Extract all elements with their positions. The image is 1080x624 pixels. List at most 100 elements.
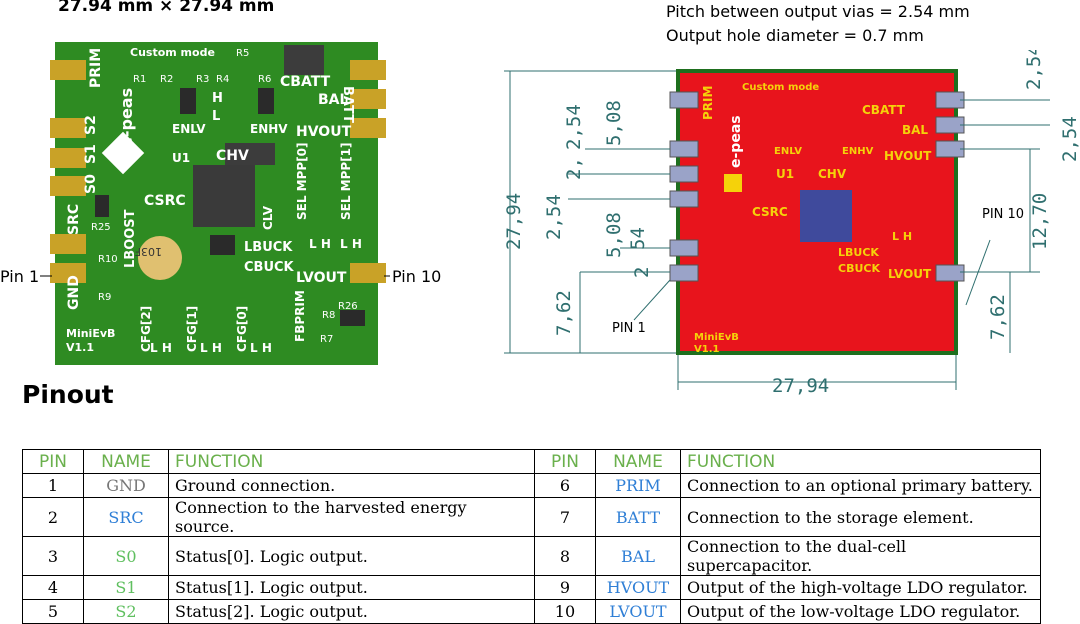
- silk-r26: R26: [338, 301, 358, 312]
- silk-cfg2: CFG[2]: [139, 306, 153, 352]
- left-pin-headers: [50, 60, 86, 283]
- silk-r4: R4: [216, 74, 229, 85]
- silk-enlv: ENLV: [172, 122, 206, 136]
- pin-function: Output of the high-voltage LDO regulator…: [679, 575, 1042, 600]
- inductor-coil: [138, 236, 182, 280]
- pitch-note: Pitch between output vias = 2.54 mm Outp…: [666, 0, 970, 48]
- dim-254-right-bal: 2,54: [1059, 116, 1080, 162]
- fp-lvout: LVOUT: [888, 267, 932, 281]
- fp-hvout: HVOUT: [884, 149, 932, 163]
- table-row: 2 SRC Connection to the harvested energy…: [22, 497, 1042, 537]
- pin-number: 8: [533, 536, 596, 576]
- dim-overall-w: 27,94: [772, 375, 829, 397]
- silk-r9: R9: [98, 292, 111, 303]
- pad-lvout: [350, 263, 386, 283]
- dim-762-right-text: 7,62: [987, 294, 1009, 340]
- pad-hvout: [350, 118, 386, 138]
- drawing-pin10-label: PIN 10: [982, 207, 1024, 222]
- hole-line: Output hole diameter = 0.7 mm: [666, 26, 924, 45]
- silk-chv: CHV: [216, 148, 249, 164]
- dim-508-bottom: 5,08: [603, 212, 625, 258]
- silk-s0: S0: [83, 174, 99, 194]
- table-row: 5 S2 Status[2]. Logic output. 10 LVOUT O…: [22, 599, 1042, 624]
- pin-function: Status[0]. Logic output.: [168, 536, 535, 576]
- u1-chip: [193, 165, 255, 227]
- custom-mode-text: Custom mode: [130, 46, 215, 59]
- fp-board-name: MiniEvB: [694, 332, 739, 343]
- fp-prim: PRIM: [701, 86, 715, 120]
- pcb-photo: 103F Custom mode PRIM S2 S1 S0 SRC GND e…: [0, 42, 441, 365]
- silk-gnd: GND: [66, 275, 82, 310]
- silk-cfg0: CFG[0]: [235, 306, 249, 352]
- pin-name: S0: [83, 536, 169, 576]
- u1-footprint: [800, 190, 852, 242]
- pin-number: 5: [22, 599, 84, 624]
- silk-bal: BAL: [318, 92, 349, 108]
- silk-lh-sel1: L H: [340, 237, 362, 251]
- header-vias: [669, 91, 965, 282]
- sw-l: [258, 88, 274, 114]
- silk-hvout: HVOUT: [296, 124, 352, 140]
- silk-lh-cfg1: L H: [200, 341, 222, 355]
- via-s2: [669, 140, 699, 158]
- cbatt-cap: [284, 45, 324, 75]
- pin-number: 6: [533, 473, 596, 498]
- pin-number: 2: [22, 497, 84, 537]
- silk-lbuck: LBUCK: [244, 240, 293, 255]
- header-function: FUNCTION: [168, 449, 535, 474]
- silk-r1: R1: [133, 74, 146, 85]
- via-src: [669, 239, 699, 257]
- pin-name: BAL: [594, 536, 681, 576]
- pin-number: 9: [533, 575, 596, 600]
- pin-number: 1: [22, 473, 84, 498]
- pin-function: Connection to an optional primary batter…: [679, 473, 1042, 498]
- via-s1: [669, 165, 699, 183]
- pin-function: Connection to the harvested energy sourc…: [168, 497, 535, 537]
- via-bal: [935, 116, 965, 134]
- fp-bal: BAL: [902, 123, 928, 137]
- silk-r3: R3: [196, 74, 209, 85]
- pin-number: 10: [533, 599, 596, 624]
- silk-lh-sel0: L H: [309, 237, 331, 251]
- dim-254-s0: 2,54: [543, 194, 565, 240]
- pin1-label: Pin 1: [0, 267, 39, 286]
- pin-name: S2: [83, 599, 169, 624]
- pin-function: Output of the low-voltage LDO regulator.: [679, 599, 1042, 624]
- pad-bal: [350, 89, 386, 109]
- table-header-row: PIN NAME FUNCTION PIN NAME FUNCTION: [22, 449, 1042, 474]
- chv-cap: [225, 143, 275, 165]
- silk-u1: U1: [172, 151, 190, 165]
- r26-res: [340, 310, 365, 326]
- dim-2-comma: 2,: [563, 157, 585, 180]
- header-function-2: FUNCTION: [679, 449, 1042, 474]
- table-row: 3 S0 Status[0]. Logic output. 8 BAL Conn…: [22, 536, 1042, 576]
- pin-function: Connection to the storage element.: [679, 497, 1042, 537]
- dim-2: 2: [631, 267, 653, 278]
- fp-lbuck: LBUCK: [838, 246, 879, 259]
- via-gnd: [669, 264, 699, 282]
- silk-clv: CLV: [261, 205, 275, 230]
- dimension-lines: [504, 70, 1050, 390]
- pin10-leader: [965, 239, 991, 306]
- silk-lh-cfg2: L H: [150, 341, 172, 355]
- silk-board-name: MiniEvB: [66, 327, 115, 340]
- dim-overall-h: 27,94: [503, 193, 525, 250]
- pin-number: 7: [533, 497, 596, 537]
- silk-fbprim: FBPRIM: [293, 290, 307, 342]
- table-row: 4 S1 Status[1]. Logic output. 9 HVOUT Ou…: [22, 575, 1042, 600]
- via-hvout: [935, 140, 965, 158]
- fp-lh: L H: [892, 230, 912, 243]
- pad-src: [50, 234, 86, 254]
- pin10-label: Pin 10: [392, 267, 441, 286]
- header-pin: PIN: [22, 449, 84, 474]
- silk-r6: R6: [258, 74, 271, 85]
- lbuck-ind: [210, 235, 235, 255]
- pinout-title: Pinout: [22, 380, 114, 409]
- right-pin-headers: [350, 60, 386, 283]
- fp-custom-mode: Custom mode: [742, 82, 819, 93]
- fp-u1: U1: [776, 167, 794, 181]
- pin1-leader: [633, 279, 671, 321]
- silk-brand: e-peas: [117, 88, 136, 148]
- dim-54: 54: [627, 227, 649, 250]
- silk-cbuck: CBUCK: [244, 260, 295, 275]
